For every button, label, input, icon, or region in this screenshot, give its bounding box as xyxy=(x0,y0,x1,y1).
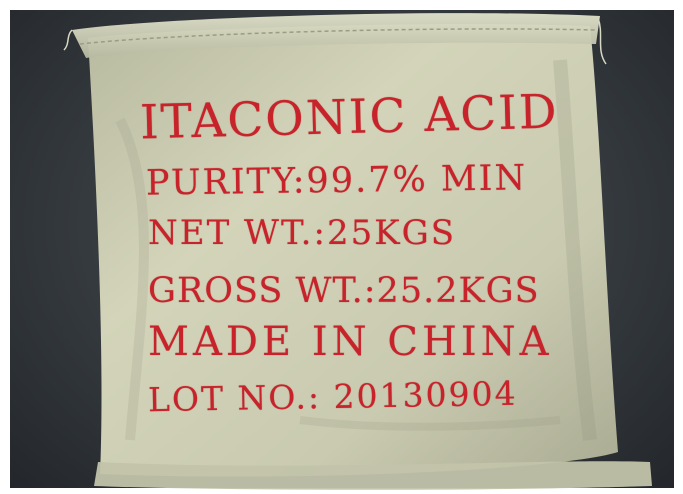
bag-body xyxy=(88,24,618,477)
top-seam xyxy=(72,13,600,58)
bottom-hem xyxy=(94,461,652,490)
